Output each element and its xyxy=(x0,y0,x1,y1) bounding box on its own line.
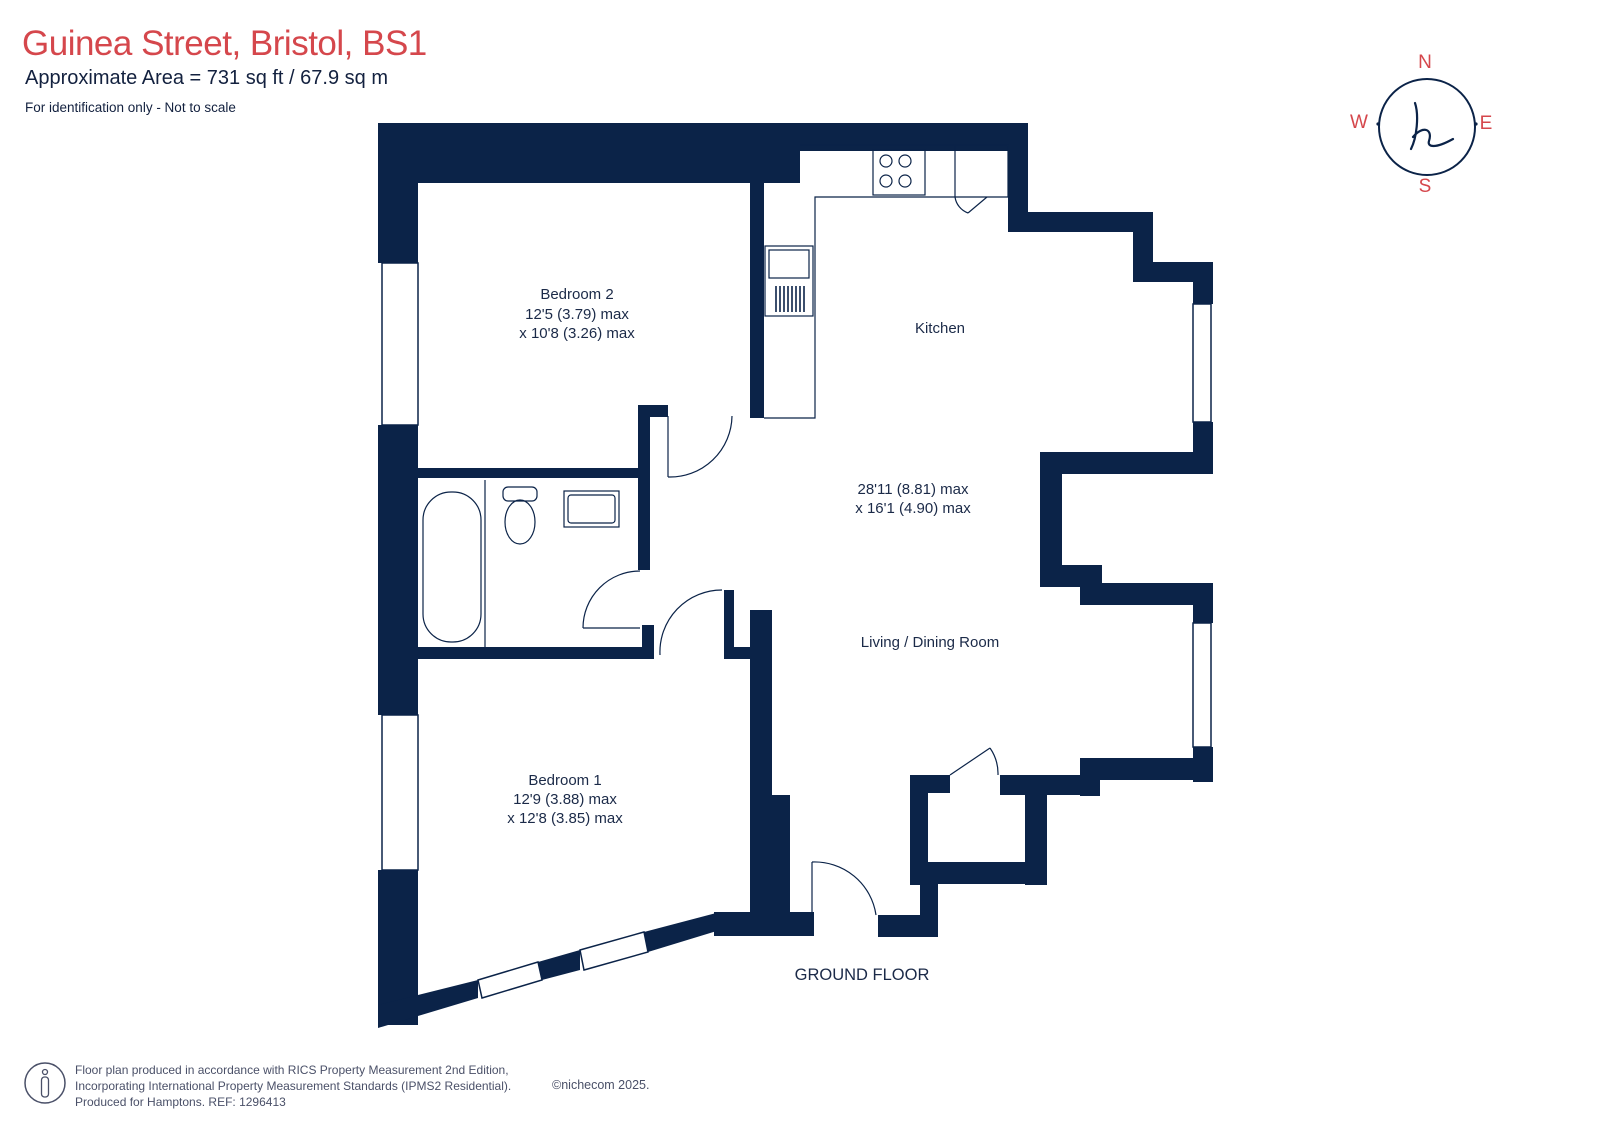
bedroom1-dim1: 12'9 (3.88) max xyxy=(513,791,617,808)
door-swings xyxy=(582,196,999,916)
living-dim2: x 16'1 (4.90) max xyxy=(855,500,971,517)
bedroom2-dim1: 12'5 (3.79) max xyxy=(525,306,629,323)
scale-note: For identification only - Not to scale xyxy=(25,100,236,115)
toilet-icon xyxy=(502,486,538,545)
approximate-area: Approximate Area = 731 sq ft / 67.9 sq m xyxy=(25,67,388,89)
compass-east: E xyxy=(1480,113,1493,134)
floor-label: GROUND FLOOR xyxy=(795,966,930,984)
walls xyxy=(378,123,1213,1028)
kitchen-counter xyxy=(764,144,1009,419)
bedroom1-dim2: x 12'8 (3.85) max xyxy=(507,810,623,827)
bedroom1-name: Bedroom 1 xyxy=(528,772,601,789)
basin-icon xyxy=(563,490,620,528)
living-dim1: 28'11 (8.81) max xyxy=(858,481,969,498)
footer-line2: Incorporating International Property Mea… xyxy=(75,1079,512,1093)
bedroom2-dim2: x 10'8 (3.26) max xyxy=(519,325,635,342)
sink-icon xyxy=(764,245,814,317)
kitchen-name: Kitchen xyxy=(915,320,965,337)
plan-title: Guinea Street, Bristol, BS1 xyxy=(22,24,427,63)
compass-west: W xyxy=(1350,112,1368,133)
bedroom2-name: Bedroom 2 xyxy=(540,286,613,303)
info-person-icon xyxy=(24,1062,66,1104)
footer-line1: Floor plan produced in accordance with R… xyxy=(75,1063,509,1077)
compass-north: N xyxy=(1418,52,1432,73)
footer-line3: Produced for Hamptons. REF: 1296413 xyxy=(75,1095,286,1109)
hob-icon xyxy=(872,149,926,196)
compass-logo-icon: N S W E xyxy=(1350,52,1493,197)
windows xyxy=(381,262,1212,999)
bath-icon xyxy=(422,491,482,643)
footer-text: Floor plan produced in accordance with R… xyxy=(75,1062,511,1110)
compass-south: S xyxy=(1419,176,1432,197)
copyright: ©nichecom 2025. xyxy=(552,1078,650,1092)
living-name: Living / Dining Room xyxy=(861,634,999,651)
